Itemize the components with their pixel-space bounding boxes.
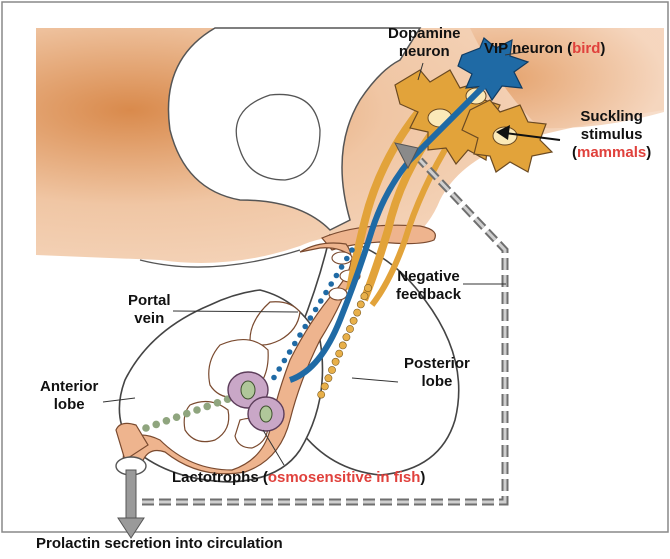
dopamine-dot — [336, 350, 343, 357]
dopamine-dot — [354, 309, 361, 316]
negative-feedback-label: Negative feedback — [396, 268, 461, 304]
dopamine-dot — [343, 334, 350, 341]
vip-dot — [349, 247, 355, 253]
vip-dot — [339, 264, 345, 270]
prolactin-dot — [173, 413, 181, 421]
prolactin-dot — [152, 421, 160, 429]
prolactin-dot — [183, 410, 191, 418]
vip-dot — [313, 307, 319, 313]
vip-dot — [318, 298, 324, 304]
dopamine-dot — [321, 383, 328, 390]
vip-dot — [271, 375, 277, 381]
suckling-stimulus-label: Suckling stimulus (mammals) — [572, 108, 651, 162]
vip-dot — [297, 332, 303, 338]
vip-dot — [344, 256, 350, 262]
vip-neuron-label: VIP neuron (bird) — [484, 40, 605, 58]
lactotrophs-label: Lactotrophs (osmosensitive in fish) — [172, 469, 425, 487]
dopamine-dot — [361, 293, 368, 300]
prolactin-secretion-label: Prolactin secretion into circulation — [36, 535, 283, 553]
dopamine-dot — [346, 325, 353, 332]
vip-dot — [292, 341, 298, 347]
dopamine-neuron-label: Dopamine neuron — [388, 25, 461, 61]
vip-dot — [302, 324, 308, 330]
dopamine-dot — [328, 366, 335, 373]
posterior-lobe-label: Posterior lobe — [404, 355, 470, 391]
dopamine-dot — [325, 375, 332, 382]
vip-dot — [282, 358, 288, 364]
dopamine-dot — [332, 358, 339, 365]
prolactin-dot — [142, 424, 150, 432]
dopamine-dot — [364, 284, 371, 291]
prolactin-dot — [163, 417, 171, 425]
portal-vein-label: Portal vein — [128, 292, 171, 328]
dopamine-dot — [318, 391, 325, 398]
prolactin-dot — [203, 403, 211, 411]
prolactin-dot — [193, 406, 201, 414]
vip-dot — [308, 315, 314, 321]
dopamine-dot — [350, 317, 357, 324]
dopamine-dot — [339, 342, 346, 349]
vip-dot — [323, 290, 329, 296]
dopamine-dot — [357, 301, 364, 308]
prolactin-dot — [214, 399, 222, 407]
anterior-lobe-label: Anterior lobe — [40, 378, 98, 414]
vip-dot — [328, 281, 334, 287]
vip-dot — [287, 349, 293, 355]
vip-dot — [276, 366, 282, 372]
vip-dot — [334, 273, 340, 279]
